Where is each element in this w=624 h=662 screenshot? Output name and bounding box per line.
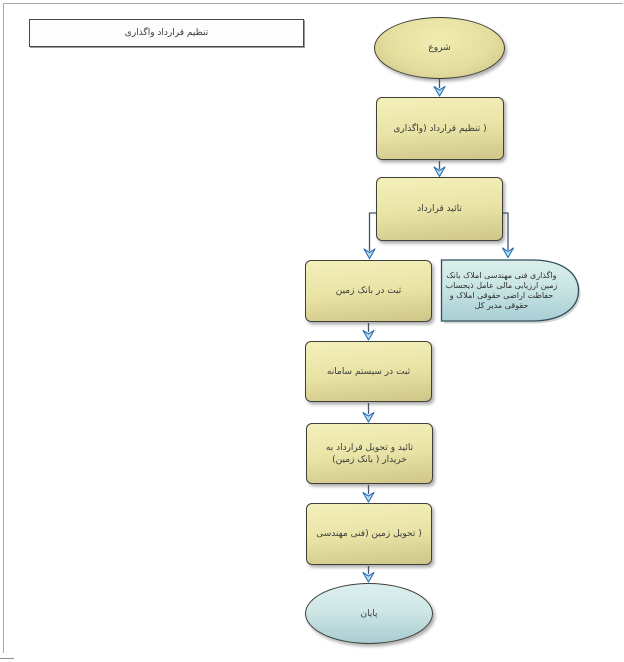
flow-node-deliver-contract-to-buyer: تائید و تحویل قرارداد به خریدار ( بانک ز…: [306, 423, 433, 484]
connector-step5-to-step6: [362, 485, 375, 503]
page-title: تنظیم قرارداد واگذاری: [124, 28, 209, 38]
flow-node-label: ( تحویل زمین (فنی مهندسی: [316, 529, 422, 539]
page-border-corner: [0, 658, 14, 659]
connector-step6-to-end: [362, 566, 375, 583]
flow-node-label: ( تنظیم قرارداد (واگذاری: [393, 123, 487, 134]
connector-step4-to-step5: [362, 403, 375, 423]
connector-step2-to-side-note: [501, 212, 515, 259]
side-note-label: واگذاری فنی مهندسی املاک بانک زمین ارزیا…: [443, 263, 560, 319]
flow-node-register-system: ثبت در سیستم سامانه: [305, 341, 432, 402]
flow-node-deliver-land: ( تحویل زمین (فنی مهندسی: [306, 503, 432, 565]
connector-step1-to-step2: [433, 161, 446, 178]
flow-node-approve-contract: تائید قرارداد: [376, 177, 503, 241]
flow-node-label: تائید قرارداد: [417, 204, 462, 214]
flow-node-label: ثبت در بانک زمین: [335, 286, 402, 296]
flow-node-end: پایان: [305, 583, 433, 644]
flow-node-arrange-contract: ( تنظیم قرارداد (واگذاری: [376, 97, 504, 160]
title-box: تنظیم قرارداد واگذاری: [29, 19, 304, 47]
flow-node-start: شروع: [374, 17, 505, 79]
connector-step3-to-step4: [362, 323, 375, 341]
connector-start-to-step1: [433, 79, 446, 97]
page-border-top: [3, 3, 623, 4]
flow-node-register-land-bank: ثبت در بانک زمین: [305, 260, 432, 322]
flow-node-label: پایان: [360, 608, 378, 619]
flow-node-label: ثبت در سیستم سامانه: [326, 366, 411, 377]
connector-step2-to-step3: [363, 212, 376, 260]
flow-node-label: تائید و تحویل قرارداد به خریدار ( بانک ز…: [325, 442, 414, 465]
flow-node-label: واگذاری فنی مهندسی املاک بانک زمین ارزیا…: [445, 271, 558, 310]
page-border-left: [3, 3, 4, 653]
flow-node-label: شروع: [428, 43, 451, 53]
